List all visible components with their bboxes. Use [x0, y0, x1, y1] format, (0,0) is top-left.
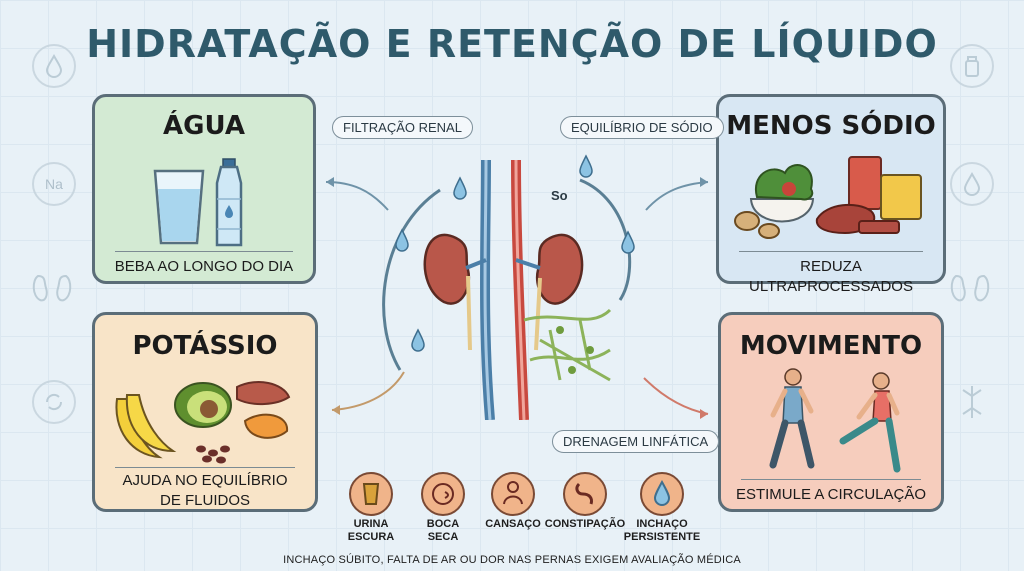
symptom-cansaco-label: CANSAÇO	[468, 518, 558, 531]
exercise-people-illustration	[769, 368, 901, 473]
symptom-constipacao-icon	[563, 472, 607, 516]
recycle-icon	[32, 380, 76, 424]
symptom-urina-label: URINA ESCURA	[326, 518, 416, 544]
symptom-urina-icon	[349, 472, 393, 516]
movimento-divider	[741, 479, 921, 480]
movimento-title: MOVIMENTO	[739, 331, 923, 361]
vessel-icon	[950, 380, 994, 424]
sodium-icon-label: Na	[45, 176, 63, 192]
movimento-caption: ESTIMULE A CIRCULAÇÃO	[735, 486, 927, 503]
symptom-inchaco-line1: INCHAÇO	[636, 518, 688, 530]
filtracao-label: FILTRAÇÃO RENAL	[332, 116, 473, 139]
symptom-urina-line1: URINA	[353, 518, 389, 530]
right-kidney	[535, 233, 584, 305]
symptom-boca-line1: BOCA	[426, 518, 460, 530]
symptom-inchaco-icon	[640, 472, 684, 516]
symptom-inchaco-line2: PERSISTENTE	[623, 531, 701, 543]
sodio-equilibrio-label: EQUILÍBRIO DE SÓDIO	[560, 116, 724, 139]
potassium-foods-illustration	[115, 381, 291, 464]
symptom-boca-icon	[421, 472, 465, 516]
symptom-constipacao-label: CONSTIPAÇÃO	[540, 518, 630, 531]
cycle-arrow-right	[579, 178, 632, 301]
water-glass-bottle-illustration	[153, 158, 243, 247]
agua-caption: BEBA AO LONGO DO DIA	[114, 258, 294, 275]
symptom-boca-line2: SECA	[427, 531, 459, 543]
drenagem-label: DRENAGEM LINFÁTICA	[552, 430, 720, 453]
kidney-outline-icon	[30, 266, 74, 310]
potassio-caption-line1: AJUDA NO EQUILÍBRIO	[122, 472, 288, 489]
potassio-divider	[115, 467, 295, 468]
footer-warning: INCHAÇO SÚBITO, FALTA DE AR OU DOR NAS P…	[283, 554, 741, 566]
agua-title: ÁGUA	[163, 111, 245, 141]
processed-foods-illustration	[734, 156, 922, 239]
sodio-card: MENOS SÓDIO REDUZA ULTRAPROCESSADOS	[716, 94, 946, 295]
symptom-cansaco-line1: CANSAÇO	[485, 518, 541, 530]
salt-shaker-icon	[950, 44, 994, 88]
sodio-title: MENOS SÓDIO	[726, 111, 936, 141]
sodio-divider	[739, 251, 923, 252]
symptom-cansaco-icon	[491, 472, 535, 516]
agua-card: ÁGUA BEBA AO LONGO DO DIA	[92, 94, 316, 284]
symptom-inchaco-label: INCHAÇO PERSISTENTE	[617, 518, 707, 544]
kidney-circulation-diagram	[382, 154, 635, 420]
potassio-caption-line2: DE FLUIDOS	[159, 492, 250, 509]
symptom-constipacao-line1: CONSTIPAÇÃO	[544, 518, 626, 530]
drop-cycle-icon	[950, 162, 994, 206]
symptom-boca-label: BOCA SECA	[398, 518, 488, 544]
kidney-outline-icon-right	[948, 266, 992, 310]
lymph-network	[523, 308, 612, 382]
agua-divider	[115, 251, 293, 252]
left-kidney	[423, 233, 471, 305]
cycle-arrow-left	[382, 188, 441, 371]
sodium-symbol: So	[551, 188, 568, 203]
sodio-caption: REDUZA ULTRAPROCESSADOS	[749, 258, 913, 295]
symptom-urina-line2: ESCURA	[347, 531, 395, 543]
page-title: HIDRATAÇÃO E RETENÇÃO DE LÍQUIDO	[86, 22, 938, 66]
potassio-card: POTÁSSIO AJUDA NO EQUILÍBRIO DE FLUIDOS	[92, 312, 318, 512]
potassio-title: POTÁSSIO	[132, 331, 278, 361]
water-drop-icon	[32, 44, 76, 88]
movimento-card: MOVIMENTO ESTIMULE A CIRCULAÇÃO	[718, 312, 944, 512]
sodium-icon: Na	[32, 162, 76, 206]
